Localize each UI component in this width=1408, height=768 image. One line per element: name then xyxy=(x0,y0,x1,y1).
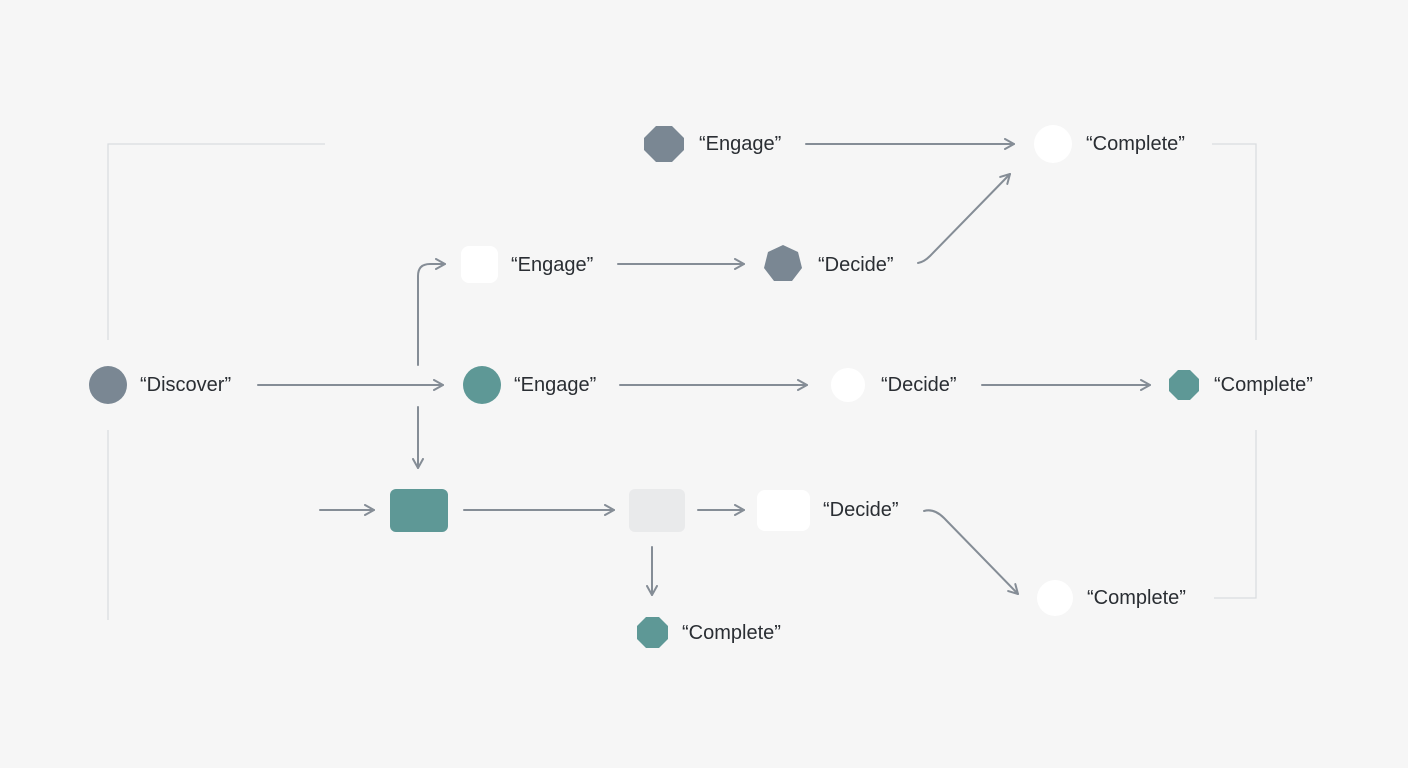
node-complete-low-right[interactable] xyxy=(1037,580,1073,616)
node-decide-low[interactable] xyxy=(757,490,810,531)
label-complete-low-right: “Complete” xyxy=(1087,587,1186,609)
edges xyxy=(257,138,1151,596)
nodes xyxy=(89,125,1199,648)
node-decide-mid[interactable] xyxy=(831,368,865,402)
node-block-teal[interactable] xyxy=(390,489,448,532)
label-decide-low: “Decide” xyxy=(823,499,899,521)
node-complete-low-mid[interactable] xyxy=(637,617,668,648)
node-decide-upper[interactable] xyxy=(764,245,802,281)
node-engage-top[interactable] xyxy=(644,126,684,162)
label-engage-mid: “Engage” xyxy=(514,374,597,396)
edge-decide-low-to-complete-low-right xyxy=(923,509,1019,595)
label-discover: “Discover” xyxy=(140,374,232,396)
label-engage-top: “Engage” xyxy=(699,133,782,155)
frame-right-top xyxy=(1212,143,1257,340)
node-engage-upper[interactable] xyxy=(461,246,498,283)
label-complete-mid: “Complete” xyxy=(1214,374,1313,396)
label-complete-top: “Complete” xyxy=(1086,133,1185,155)
edge-discover-to-engage-upper xyxy=(417,258,446,366)
node-block-light[interactable] xyxy=(629,489,685,532)
frame-lines xyxy=(107,143,1257,620)
label-decide-upper: “Decide” xyxy=(818,254,894,276)
frame-left-top xyxy=(107,143,325,340)
label-engage-upper: “Engage” xyxy=(511,254,594,276)
node-discover[interactable] xyxy=(89,366,127,404)
node-complete-mid[interactable] xyxy=(1169,370,1199,400)
edge-decide-upper-to-complete-top xyxy=(917,173,1011,264)
label-decide-mid: “Decide” xyxy=(881,374,957,396)
frame-right-bottom xyxy=(1214,430,1257,599)
node-engage-mid[interactable] xyxy=(463,366,501,404)
node-complete-top[interactable] xyxy=(1034,125,1072,163)
label-complete-low-mid: “Complete” xyxy=(682,622,781,644)
